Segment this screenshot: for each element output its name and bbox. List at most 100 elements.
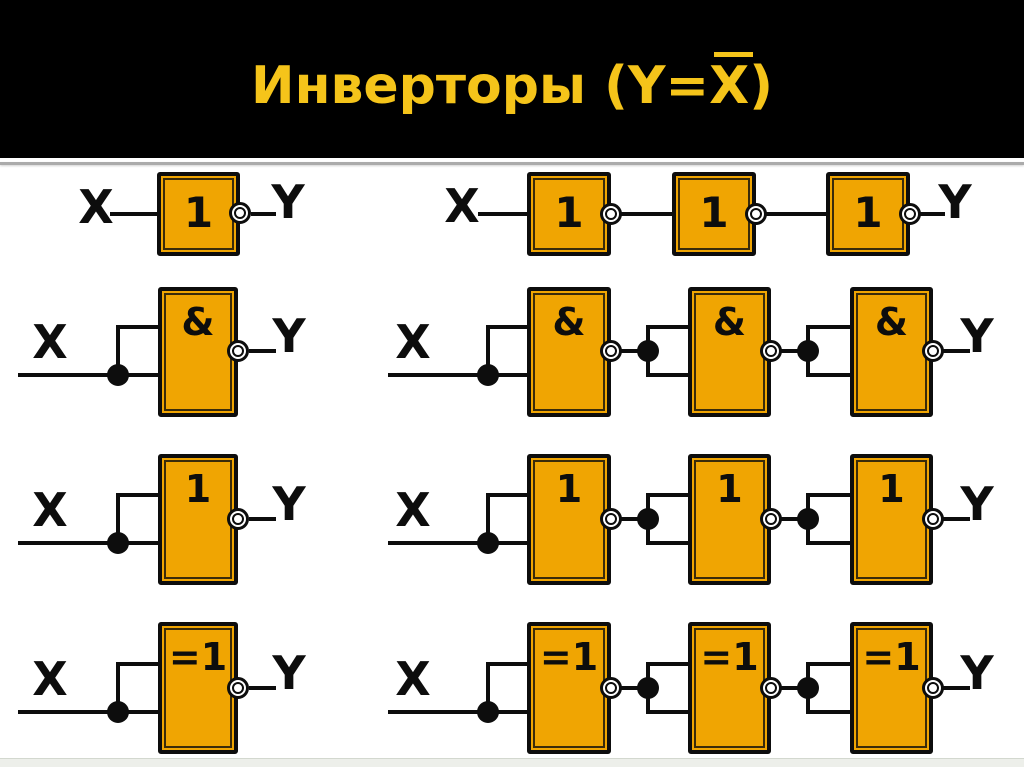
gate-label: 1: [555, 467, 583, 511]
link-wire: [781, 349, 810, 353]
branch-vertical-wire: [486, 325, 490, 377]
inversion-bubble-icon: [899, 203, 921, 225]
link-wire: [621, 517, 650, 521]
gate-label: &: [552, 300, 586, 344]
gate-label: 1: [699, 187, 729, 237]
tie-branch-wire: [806, 325, 852, 329]
input-wire: [388, 373, 530, 377]
inversion-bubble-icon: [922, 508, 944, 530]
input-wire: [18, 373, 160, 377]
branch-vertical-wire: [806, 662, 810, 714]
junction-dot: [477, 701, 499, 723]
title-text-after: ): [749, 56, 773, 116]
link-wire: [621, 686, 650, 690]
output-label: Y: [272, 477, 306, 531]
link-wire: [621, 212, 674, 216]
gate-body: 1: [527, 172, 611, 256]
output-label: Y: [960, 309, 994, 363]
gate-label: &: [874, 300, 909, 344]
branch-vertical-wire: [486, 493, 490, 545]
branch-vertical-wire: [806, 325, 810, 377]
slide-bottom-strip: [0, 758, 1024, 767]
output-label: Y: [960, 646, 994, 700]
gate-label: 1: [554, 187, 584, 237]
tie-branch-wire: [116, 493, 160, 497]
output-wire: [249, 686, 276, 690]
junction-dot: [107, 364, 129, 386]
tie-branch-wire: [486, 493, 530, 497]
output-wire: [920, 212, 945, 216]
branch-vertical-wire: [116, 493, 120, 545]
gate-body: &: [688, 287, 771, 417]
gate-body: 1: [158, 454, 238, 585]
gate-body: 1: [688, 454, 771, 585]
output-wire: [251, 212, 276, 216]
output-label: Y: [960, 477, 994, 531]
output-wire: [943, 686, 970, 690]
input-wire: [110, 212, 159, 216]
gate-label: 1: [184, 467, 212, 511]
inversion-bubble-icon: [600, 203, 622, 225]
gate-body: 1: [826, 172, 910, 256]
branch-vertical-wire: [646, 325, 650, 377]
branch-vertical-wire: [116, 325, 120, 377]
tie-branch-wire: [646, 541, 691, 545]
gate-label: =1: [168, 635, 228, 679]
branch-vertical-wire: [646, 662, 650, 714]
input-wire: [18, 710, 160, 714]
title-overlined-x: X: [709, 51, 754, 116]
inversion-bubble-icon: [229, 202, 251, 224]
tie-branch-wire: [116, 325, 160, 329]
link-wire: [781, 517, 810, 521]
input-wire: [388, 541, 530, 545]
slide-title: Инверторы (Y=X): [251, 46, 773, 112]
gate-label: =1: [700, 635, 759, 679]
branch-vertical-wire: [116, 662, 120, 714]
tie-branch-wire: [806, 710, 852, 714]
input-label: X: [32, 315, 68, 369]
input-wire: [18, 541, 160, 545]
output-label: Y: [272, 646, 306, 700]
tie-branch-wire: [646, 493, 691, 497]
tie-branch-wire: [806, 373, 852, 377]
output-label: Y: [938, 175, 972, 229]
gate-label: 1: [183, 187, 214, 237]
tie-branch-wire: [116, 662, 160, 666]
gate-label: 1: [853, 187, 883, 237]
gate-label: 1: [716, 467, 743, 511]
output-wire: [943, 517, 970, 521]
inversion-bubble-icon: [600, 340, 622, 362]
link-wire: [766, 212, 828, 216]
junction-dot: [477, 532, 499, 554]
inversion-bubble-icon: [745, 203, 767, 225]
gate-body: =1: [527, 622, 611, 754]
header-separator-line: [0, 162, 1024, 165]
inversion-bubble-icon: [760, 340, 782, 362]
gate-body: &: [527, 287, 611, 417]
tie-branch-wire: [486, 662, 530, 666]
input-label: X: [78, 180, 114, 234]
gate-body: =1: [688, 622, 771, 754]
inversion-bubble-icon: [227, 340, 249, 362]
gate-label: &: [181, 300, 215, 344]
output-label: Y: [271, 175, 305, 229]
gate-body: =1: [850, 622, 933, 754]
gate-body: &: [158, 287, 238, 417]
title-text-before: Инверторы (Y=: [251, 56, 710, 116]
gate-label: =1: [862, 635, 921, 679]
tie-branch-wire: [646, 325, 691, 329]
junction-dot: [107, 532, 129, 554]
input-label: X: [444, 179, 480, 233]
gate-body: 1: [672, 172, 756, 256]
input-wire: [388, 710, 530, 714]
inversion-bubble-icon: [227, 508, 249, 530]
output-label: Y: [272, 309, 306, 363]
inversion-bubble-icon: [227, 677, 249, 699]
inversion-bubble-icon: [600, 508, 622, 530]
junction-dot: [637, 508, 659, 530]
tie-branch-wire: [646, 710, 691, 714]
gate-body: 1: [527, 454, 611, 585]
inversion-bubble-icon: [922, 677, 944, 699]
input-label: X: [395, 315, 431, 369]
junction-dot: [637, 677, 659, 699]
